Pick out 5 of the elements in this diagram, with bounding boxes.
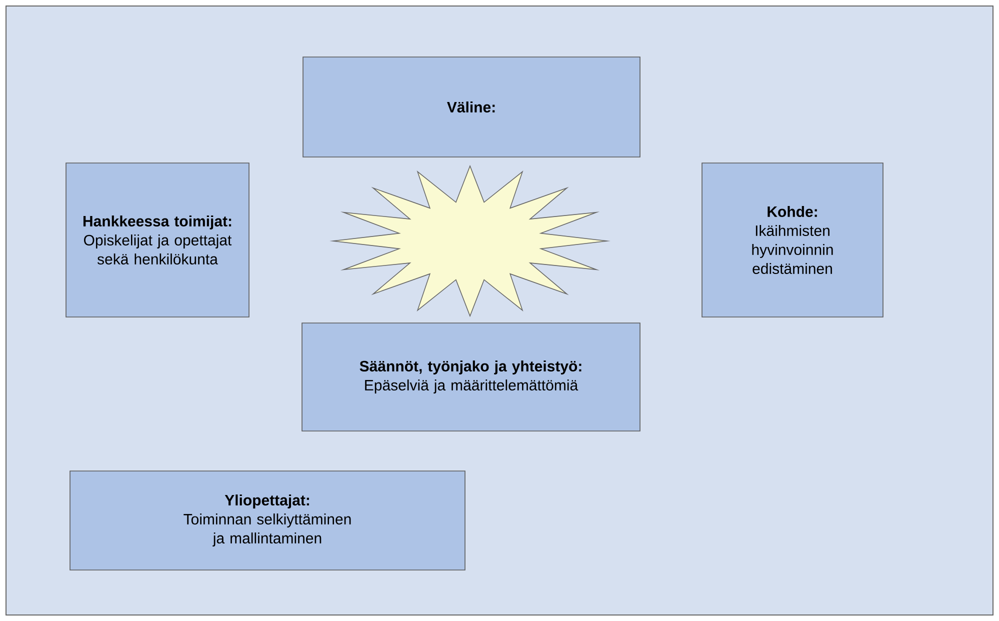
text-box: Säännöt, työnjako ja yhteistyö: Epäselviä ja määrittelemättömiä [302,322,640,432]
text-box: Kohde: Ikäihmisten hyvinvoinnin edistäminen [702,162,884,318]
text-box: Hankkeessa toimijat: Opiskelijat ja opettajat sekä henkilökunta [66,162,250,318]
text-box: Yliopettajat: Toiminnan selkiyttäminen ja mallintaminen [70,470,466,570]
text-box: Väline: [302,56,640,158]
